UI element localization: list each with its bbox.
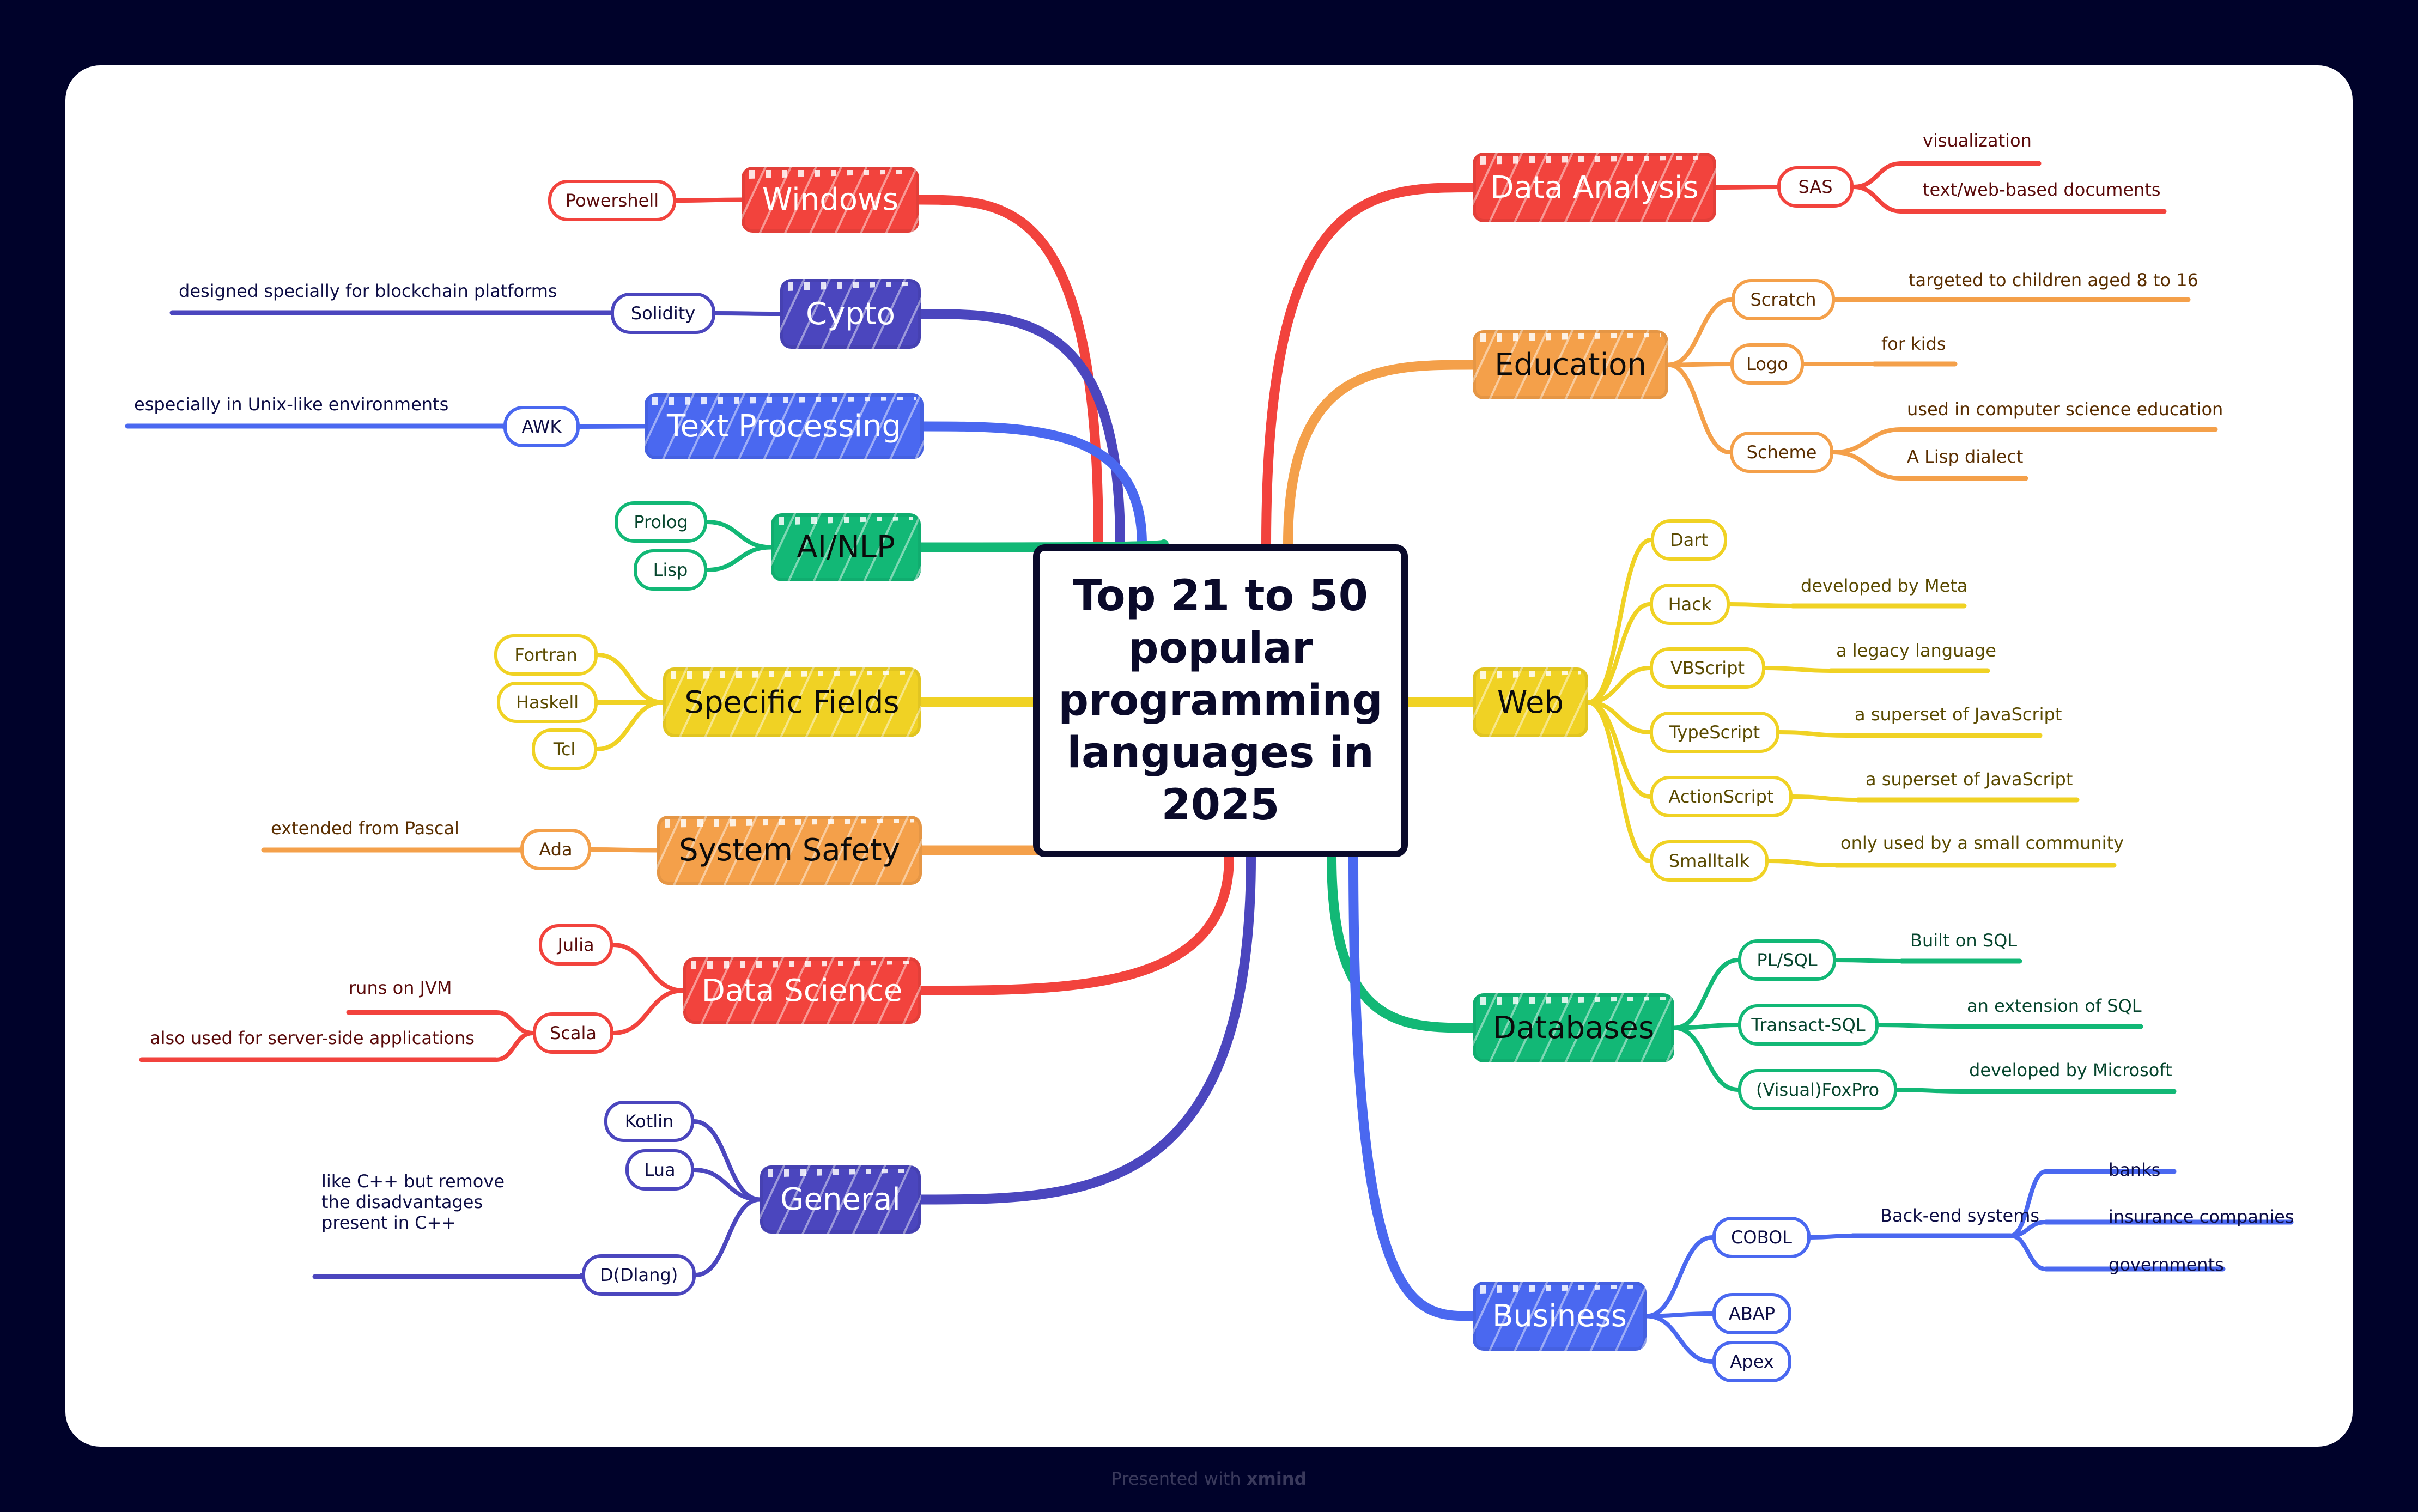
sub-topic-lisp[interactable]: Lisp <box>634 549 707 591</box>
note-label: also used for server-side applications <box>150 1028 475 1048</box>
note-label: a legacy language <box>1836 640 1996 661</box>
sub-topic-abap[interactable]: ABAP <box>1712 1293 1791 1334</box>
main-topic-system-safety[interactable]: System Safety <box>657 816 922 885</box>
sub-topic-d-dlang[interactable]: D(Dlang) <box>582 1254 696 1296</box>
sub-topic-apex[interactable]: Apex <box>1712 1341 1791 1382</box>
sub-topic-dart[interactable]: Dart <box>1651 519 1727 561</box>
sub-topic-visual-foxpro[interactable]: (Visual)FoxPro <box>1738 1069 1897 1110</box>
sub-topic-prolog[interactable]: Prolog <box>615 501 707 543</box>
sub-topic-transact-sql[interactable]: Transact-SQL <box>1738 1004 1879 1046</box>
main-topic-databases[interactable]: Databases <box>1473 993 1674 1062</box>
main-topic-windows[interactable]: Windows <box>742 167 919 233</box>
footer: Presented with xmind <box>0 1468 2418 1489</box>
note-label: like C++ but remove the disadvantages pr… <box>321 1171 505 1233</box>
note-label: developed by Microsoft <box>1969 1060 2172 1080</box>
main-topic-web[interactable]: Web <box>1473 667 1588 737</box>
sub-topic-fortran[interactable]: Fortran <box>494 634 598 676</box>
note-label: governments <box>2109 1254 2224 1275</box>
note-label: developed by Meta <box>1801 575 1968 596</box>
note-label: text/web-based documents <box>1923 179 2161 200</box>
main-topic-specific-fields[interactable]: Specific Fields <box>663 667 921 737</box>
note-label: only used by a small community <box>1840 833 2124 853</box>
sub-topic-scala[interactable]: Scala <box>533 1012 613 1054</box>
main-topic-data-analysis[interactable]: Data Analysis <box>1473 153 1716 222</box>
sub-topic-scheme[interactable]: Scheme <box>1730 432 1833 473</box>
sub-topic-cobol[interactable]: COBOL <box>1712 1217 1811 1258</box>
sub-topic-logo[interactable]: Logo <box>1730 343 1804 385</box>
main-topic-general[interactable]: General <box>760 1165 921 1234</box>
note-label: an extension of SQL <box>1967 995 2142 1016</box>
note-label: extended from Pascal <box>271 818 459 839</box>
note-label: for kids <box>1881 333 1946 354</box>
sub-topic-powershell[interactable]: Powershell <box>548 180 676 221</box>
note-label: insurance companies <box>2109 1206 2294 1227</box>
central-topic[interactable]: Top 21 to 50 popular programming languag… <box>1033 544 1408 857</box>
sub-topic-hack[interactable]: Hack <box>1650 584 1730 625</box>
sub-topic-ada[interactable]: Ada <box>520 829 591 870</box>
note-label: especially in Unix-like environments <box>134 394 449 415</box>
main-topic-ai-nlp[interactable]: AI/NLP <box>771 513 921 581</box>
note-label: visualization <box>1923 130 2032 151</box>
note-label: designed specially for blockchain platfo… <box>179 281 557 301</box>
note-label: banks <box>2109 1159 2161 1180</box>
sub-topic-kotlin[interactable]: Kotlin <box>604 1101 694 1142</box>
note-label: used in computer science education <box>1907 399 2223 420</box>
sub-topic-actionscript[interactable]: ActionScript <box>1650 776 1793 817</box>
note-label: A Lisp dialect <box>1907 446 2024 467</box>
xmind-logo[interactable]: xmind <box>1246 1468 1307 1489</box>
sub-topic-haskell[interactable]: Haskell <box>497 682 598 723</box>
sub-topic-solidity[interactable]: Solidity <box>611 293 715 334</box>
main-topic-data-science[interactable]: Data Science <box>683 957 921 1024</box>
sub-topic-vbscript[interactable]: VBScript <box>1650 647 1765 689</box>
sub-topic-lua[interactable]: Lua <box>625 1149 694 1191</box>
sub-topic-scratch[interactable]: Scratch <box>1732 279 1835 320</box>
sub-topic-typescript[interactable]: TypeScript <box>1650 712 1779 753</box>
note-label: Built on SQL <box>1910 930 2018 951</box>
note-label: Back-end systems <box>1880 1205 2040 1226</box>
footer-prefix: Presented with <box>1111 1468 1241 1489</box>
note-label: a superset of JavaScript <box>1866 769 2073 790</box>
main-topic-cypto[interactable]: Cypto <box>780 279 921 349</box>
note-label: a superset of JavaScript <box>1855 704 2062 725</box>
sub-topic-tcl[interactable]: Tcl <box>532 728 597 770</box>
main-topic-education[interactable]: Education <box>1473 330 1668 399</box>
note-label: targeted to children aged 8 to 16 <box>1909 270 2198 290</box>
note-label: runs on JVM <box>349 977 452 998</box>
sub-topic-awk[interactable]: AWK <box>503 406 580 447</box>
sub-topic-julia[interactable]: Julia <box>539 924 613 966</box>
main-topic-text-processing[interactable]: Text Processing <box>645 393 924 459</box>
sub-topic-pl-sql[interactable]: PL/SQL <box>1738 939 1836 981</box>
sub-topic-sas[interactable]: SAS <box>1777 166 1854 208</box>
main-topic-business[interactable]: Business <box>1473 1282 1647 1351</box>
sub-topic-smalltalk[interactable]: Smalltalk <box>1650 840 1769 882</box>
